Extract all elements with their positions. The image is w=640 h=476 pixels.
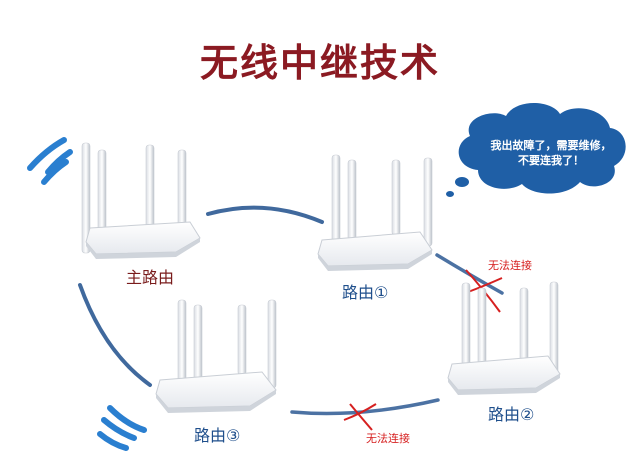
thought-bubble: [446, 103, 626, 197]
router-3-label: 路由③: [194, 426, 241, 445]
router-1-icon: [317, 154, 433, 271]
link-main-to-router3: [78, 283, 152, 387]
link-main-to-router1: [206, 205, 324, 224]
fail-cross-2: [343, 403, 377, 431]
wifi-signal-top: [27, 137, 73, 185]
bubble-line-2: 不要连我了！: [518, 154, 584, 167]
fail-label-router1-router2: 无法连接: [488, 259, 532, 272]
router-main-label: 主路由: [126, 268, 175, 287]
router-1-label: 路由①: [342, 283, 389, 302]
fail-label-router2-router3: 无法连接: [366, 432, 410, 445]
diagram-title: 无线中继技术: [199, 41, 440, 85]
router-2-label: 路由②: [488, 405, 535, 424]
bubble-line-1: 我出故障了，需要维修，: [490, 139, 612, 152]
wifi-signal-bottom: [97, 405, 147, 451]
router-3-icon: [155, 299, 277, 413]
bubble-message: 我出故障了，需要维修， 不要连我了！: [476, 138, 626, 168]
router-2-icon: [447, 281, 561, 395]
router-main-icon: [81, 142, 201, 259]
